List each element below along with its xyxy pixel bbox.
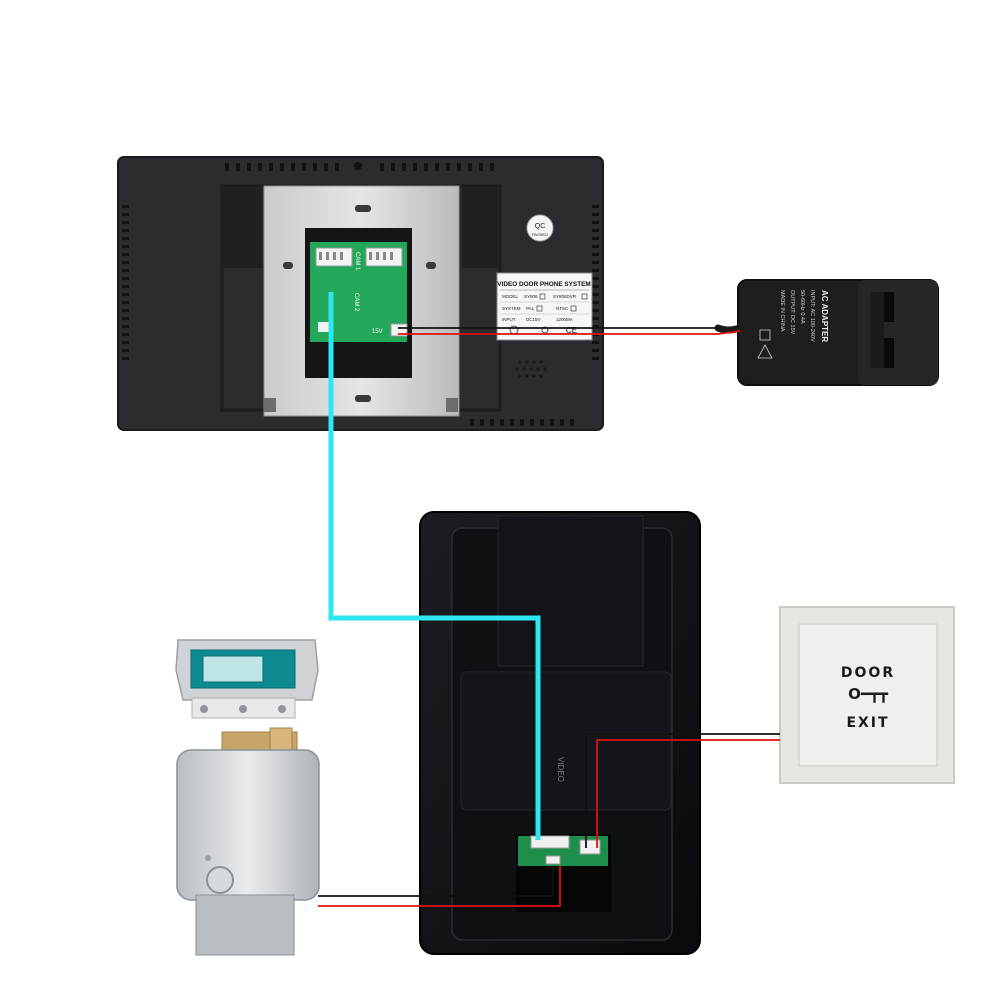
qc-label: QC xyxy=(535,223,546,230)
wiring xyxy=(318,292,780,907)
adapter-line2: 50-60Hz 0.4A xyxy=(799,290,805,324)
exit-wire-red xyxy=(596,739,780,848)
warning-icon xyxy=(757,344,773,359)
cam2-label: CAM 2 xyxy=(353,293,359,312)
bracket-slot-right xyxy=(462,186,500,268)
sticker-model-opt2: SY806DVR xyxy=(553,294,577,299)
outdoor-camera: VIDEO xyxy=(419,511,701,955)
video-cable xyxy=(328,292,541,840)
sticker-system-opt1: PAL xyxy=(526,306,535,311)
cam1-label: CAM 1 xyxy=(354,252,360,271)
power-label: 15V xyxy=(372,329,383,335)
lock-wire-black xyxy=(318,866,554,897)
exit-button-plate: DOOR O━┳┳ EXIT xyxy=(779,606,955,784)
plug-prong-top xyxy=(884,292,894,322)
camera-back-cover xyxy=(460,671,672,811)
sticker-system-opt2: NTSC xyxy=(556,306,569,311)
sticker-input-ma: 1200MA xyxy=(556,317,573,322)
strike-plate xyxy=(175,639,319,719)
lock-wire-red xyxy=(318,866,561,907)
ac-adapter: AC ADAPTER INPUT: AC 100-240V 50-60Hz 0.… xyxy=(714,279,939,386)
monitor-bottom-vents xyxy=(470,419,574,426)
power-wire-red xyxy=(398,330,741,335)
exit-push-button xyxy=(798,623,938,767)
sticker-model-label: MODEL xyxy=(502,294,519,299)
adapter-line3: OUTPUT: DC 15V xyxy=(789,290,795,335)
double-insulation-icon xyxy=(759,329,771,341)
ce-mark: CE xyxy=(566,326,577,335)
monitor-side-vents xyxy=(122,205,599,360)
spec-sticker: VIDEO DOOR PHONE SYSTEM MODEL SY806 SY80… xyxy=(496,272,593,341)
sticker-input-v: DC15V xyxy=(526,317,541,322)
key-icon: O━┳┳ xyxy=(848,685,889,703)
sticker-model-opt1: SY806 xyxy=(524,294,538,299)
indoor-monitor: CAM 1 CAM 2 15V QC PASSED VIDEO DOOR PHO… xyxy=(117,156,604,431)
sun-icon xyxy=(541,326,549,334)
lock-body xyxy=(176,749,320,901)
exit-connector xyxy=(579,839,601,855)
bracket-slot-left xyxy=(222,186,262,268)
sticker-input-label: INPUT xyxy=(502,317,516,322)
electric-lock xyxy=(175,639,320,956)
exit-line2: EXIT xyxy=(846,715,889,731)
exit-wire-black xyxy=(585,733,780,848)
lock-key-hole xyxy=(206,866,234,894)
speaker-grille xyxy=(515,360,547,378)
monitor-top-vents xyxy=(225,162,494,171)
plug-prong-bottom xyxy=(884,338,894,368)
adapter-line1: INPUT: AC 100-240V xyxy=(809,290,815,342)
sticker-title: VIDEO DOOR PHONE SYSTEM xyxy=(497,281,590,288)
lock-mount-bracket xyxy=(195,894,295,956)
power-terminal xyxy=(390,323,408,337)
adapter-line4: MADE IN CHINA xyxy=(779,290,785,332)
qc-sticker xyxy=(526,214,554,242)
adapter-title: AC ADAPTER xyxy=(820,290,829,342)
video-port-label: VIDEO xyxy=(556,757,565,782)
exit-line1: DOOR xyxy=(841,665,895,681)
sticker-system-label: SYSTEM xyxy=(502,306,521,311)
qc-sub: PASSED xyxy=(532,232,548,237)
